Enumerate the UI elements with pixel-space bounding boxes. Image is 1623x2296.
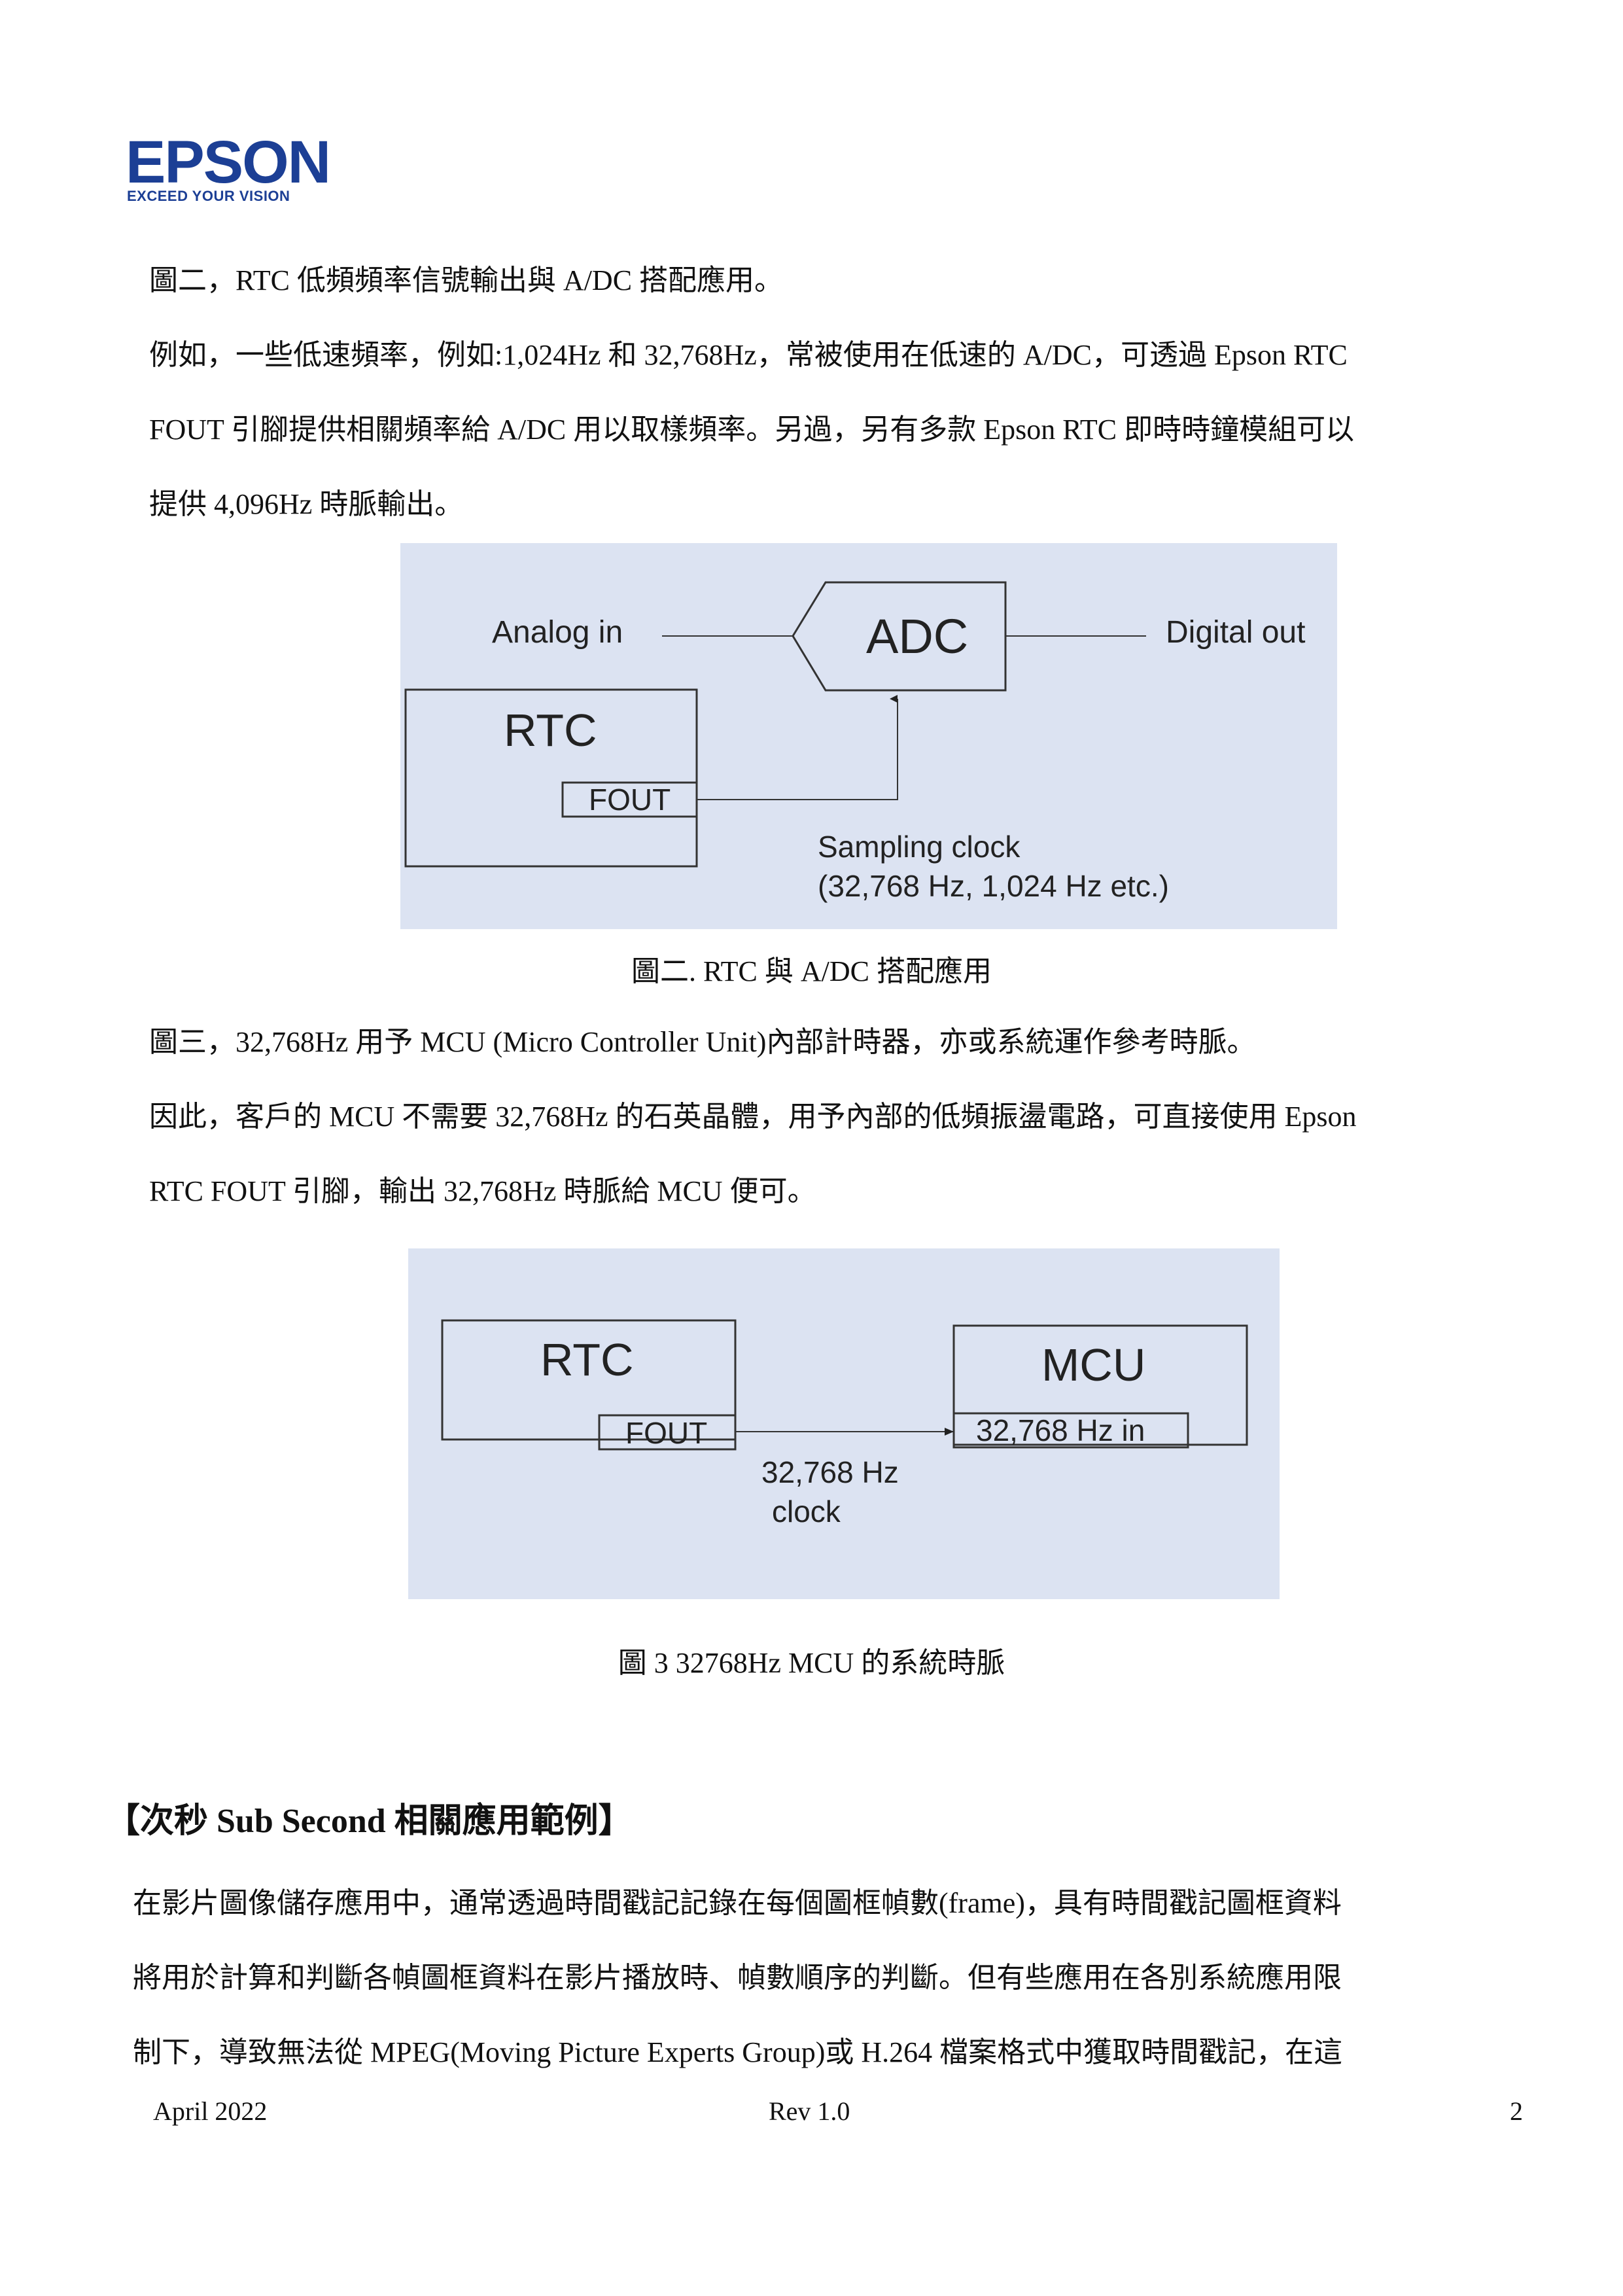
figure2-caption: 圖二. RTC 與 A/DC 搭配應用 [631,955,992,987]
section2-line: 因此，客戶的 MCU 不需要 32,768Hz 的石英晶體，用予內部的低頻振盪電… [149,1101,1357,1133]
section2-text: 圖三，32,768Hz 用予 MCU (Micro Controller Uni… [149,1005,1523,1229]
mcu-label: MCU [1041,1339,1145,1390]
sampling-values-label: (32,768 Hz, 1,024 Hz etc.) [818,869,1169,903]
rtc-label: RTC [540,1334,634,1385]
rtc-block [441,1319,737,1441]
figure3-caption: 圖 3 32768Hz MCU 的系統時脈 [618,1647,1005,1679]
figure-rtc-mcu-diagram: RTC FOUT MCU 32,768 Hz in 32,768 Hz cloc… [441,1319,1248,1528]
section1-line: FOUT 引腳提供相關頻率給 A/DC 用以取樣頻率。另過，另有多款 Epson… [149,414,1355,446]
mcu-block [952,1324,1248,1446]
section2-line: RTC FOUT 引腳，輸出 32,768Hz 時脈給 MCU 便可。 [149,1175,816,1207]
figure-rtc-mcu: RTC FOUT MCU 32,768 Hz in 32,768 Hz cloc… [408,1248,1280,1599]
section3-line: 將用於計算和判斷各幀圖框資料在影片播放時、幀數順序的判斷。但有些應用在各別系統應… [133,1962,1342,1994]
footer-date: April 2022 [153,2096,268,2126]
rtc-label: RTC [504,705,597,756]
logo-tagline: EXCEED YOUR VISION [127,188,290,204]
section1-line: 例如，一些低速頻率，例如:1,024Hz 和 32,768Hz，常被使用在低速的… [149,339,1348,371]
figure-rtc-adc-diagram: Analog in ADC Digital out RTC FOUT Sampl… [404,581,1305,903]
footer-page-number: 2 [1510,2096,1523,2126]
rtc-block [404,688,698,868]
figure-rtc-adc: Analog in ADC Digital out RTC FOUT Sampl… [400,543,1337,929]
footer-revision: Rev 1.0 [769,2096,850,2126]
digital-out-label: Digital out [1166,615,1305,650]
clock-word-label: clock [772,1494,841,1528]
section3-line: 制下，導致無法從 MPEG(Moving Picture Experts Gro… [133,2036,1343,2068]
analog-in-label: Analog in [492,615,623,650]
section3-heading: 【次秒 Sub Second 相關應用範例】 [106,1803,633,1840]
section1-text: 圖二，RTC 低頻頻率信號輸出與 A/DC 搭配應用。 例如，一些低速頻率，例如… [149,243,1523,542]
fout-label: FOUT [625,1416,707,1450]
section1-line: 圖二，RTC 低頻頻率信號輸出與 A/DC 搭配應用。 [149,264,784,296]
section3-text: 在影片圖像儲存應用中，通常透過時間戳記記錄在每個圖框幀數(frame)，具有時間… [133,1866,1507,2090]
mcu-input-box [952,1412,1189,1449]
section1-line: 提供 4,096Hz 時脈輸出。 [149,488,464,520]
epson-logo: EPSON [126,129,331,196]
section3-line: 在影片圖像儲存應用中，通常透過時間戳記記錄在每個圖框幀數(frame)，具有時間… [133,1887,1342,1919]
fout-label: FOUT [589,783,671,817]
sampling-clock-arrow [697,695,898,800]
adc-label: ADC [866,609,968,663]
clock-freq-label: 32,768 Hz [761,1455,899,1489]
section2-line: 圖三，32,768Hz 用予 MCU (Micro Controller Uni… [149,1026,1256,1058]
mcu-input-label: 32,768 Hz in [976,1413,1145,1447]
sampling-clock-label: Sampling clock [818,830,1021,864]
